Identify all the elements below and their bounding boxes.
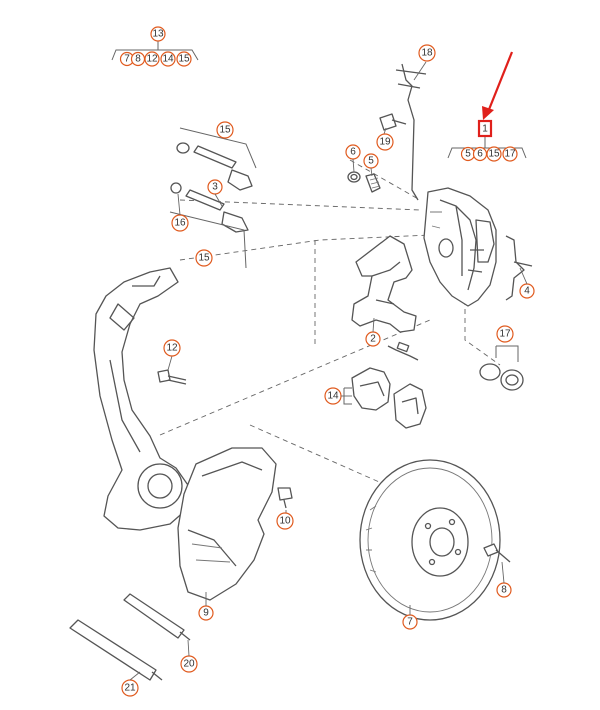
- callout-6[interactable]: 6: [345, 144, 361, 160]
- svg-text:17: 17: [504, 149, 516, 160]
- svg-text:20: 20: [183, 659, 195, 670]
- sensor-bracket: [395, 61, 427, 201]
- bleed-cap-and-screw: [347, 171, 381, 193]
- svg-text:1: 1: [482, 124, 488, 135]
- svg-text:21: 21: [124, 683, 136, 694]
- group13-item[interactable]: 12: [144, 51, 160, 67]
- callout-7[interactable]: 7: [402, 614, 418, 630]
- callout-3[interactable]: 3: [207, 179, 223, 195]
- svg-text:15: 15: [178, 54, 190, 65]
- callout-10[interactable]: 10: [276, 512, 294, 530]
- grease-tubes: [69, 593, 191, 681]
- group1-item[interactable]: 17: [502, 146, 518, 162]
- callout-12[interactable]: 12: [163, 339, 181, 357]
- callout-16[interactable]: 16: [171, 214, 189, 232]
- group13-item[interactable]: 8: [130, 51, 146, 67]
- svg-text:14: 14: [162, 54, 174, 65]
- svg-text:7: 7: [124, 54, 130, 65]
- screw-10: [277, 487, 293, 514]
- svg-text:7: 7: [407, 617, 413, 628]
- svg-text:2: 2: [370, 334, 376, 345]
- callout-15-top[interactable]: 15: [216, 121, 234, 139]
- svg-text:3: 3: [212, 182, 218, 193]
- svg-text:19: 19: [379, 137, 391, 148]
- callout-8[interactable]: 8: [496, 582, 512, 598]
- callout-19[interactable]: 19: [376, 133, 394, 151]
- brake-pads: [343, 367, 427, 429]
- callout-1[interactable]: 1: [477, 119, 493, 138]
- callout-4[interactable]: 4: [519, 283, 535, 299]
- group13-item[interactable]: 14: [160, 51, 176, 67]
- svg-text:6: 6: [477, 149, 483, 160]
- svg-text:15: 15: [488, 149, 500, 160]
- svg-text:17: 17: [499, 329, 511, 340]
- callout-5[interactable]: 5: [363, 153, 379, 169]
- svg-text:9: 9: [203, 608, 209, 619]
- svg-text:5: 5: [368, 156, 374, 167]
- callout-21[interactable]: 21: [121, 679, 139, 697]
- brake-caliper: [423, 187, 497, 307]
- svg-text:13: 13: [152, 29, 164, 40]
- svg-text:15: 15: [198, 253, 210, 264]
- callout-leaders: [129, 158, 528, 681]
- steering-knuckle: [93, 267, 191, 531]
- svg-text:14: 14: [327, 391, 339, 402]
- callout-9[interactable]: 9: [198, 605, 214, 621]
- svg-text:10: 10: [279, 516, 291, 527]
- spring-clip: [505, 235, 533, 301]
- brake-disc: [359, 459, 501, 621]
- splash-shield: [177, 447, 277, 601]
- callout-20[interactable]: 20: [180, 655, 198, 673]
- callout-group-13: 7 8 12 14 15: [119, 51, 192, 67]
- svg-text:12: 12: [146, 54, 158, 65]
- svg-text:15: 15: [219, 125, 231, 136]
- callout-14[interactable]: 14: [324, 387, 342, 405]
- callout-2[interactable]: 2: [365, 331, 381, 347]
- bolt-12: [157, 355, 187, 385]
- guide-pins: [169, 127, 257, 269]
- callout-15-bottom[interactable]: 15: [195, 249, 213, 267]
- group1-item[interactable]: 5: [460, 146, 476, 162]
- svg-text:16: 16: [174, 218, 186, 229]
- svg-text:6: 6: [350, 147, 356, 158]
- callout-group-1: 5 6 15 17: [460, 146, 518, 162]
- svg-text:8: 8: [135, 54, 141, 65]
- caliper-carrier: [351, 235, 417, 333]
- disc-screw: [483, 543, 511, 563]
- svg-text:18: 18: [421, 48, 433, 59]
- callout-18[interactable]: 18: [418, 44, 436, 62]
- group1-item[interactable]: 15: [486, 146, 502, 162]
- group13-item[interactable]: 15: [176, 51, 192, 67]
- piston-seals: [479, 345, 524, 391]
- svg-text:8: 8: [501, 585, 507, 596]
- svg-text:12: 12: [166, 343, 178, 354]
- svg-text:4: 4: [524, 286, 530, 297]
- bolt-19: [379, 113, 407, 135]
- svg-text:5: 5: [465, 149, 471, 160]
- group1-item[interactable]: 6: [472, 146, 488, 162]
- callout-17[interactable]: 17: [496, 325, 514, 343]
- wear-sensor: [387, 341, 419, 361]
- callout-13[interactable]: 13: [150, 26, 166, 42]
- highlight-arrow: [482, 51, 514, 120]
